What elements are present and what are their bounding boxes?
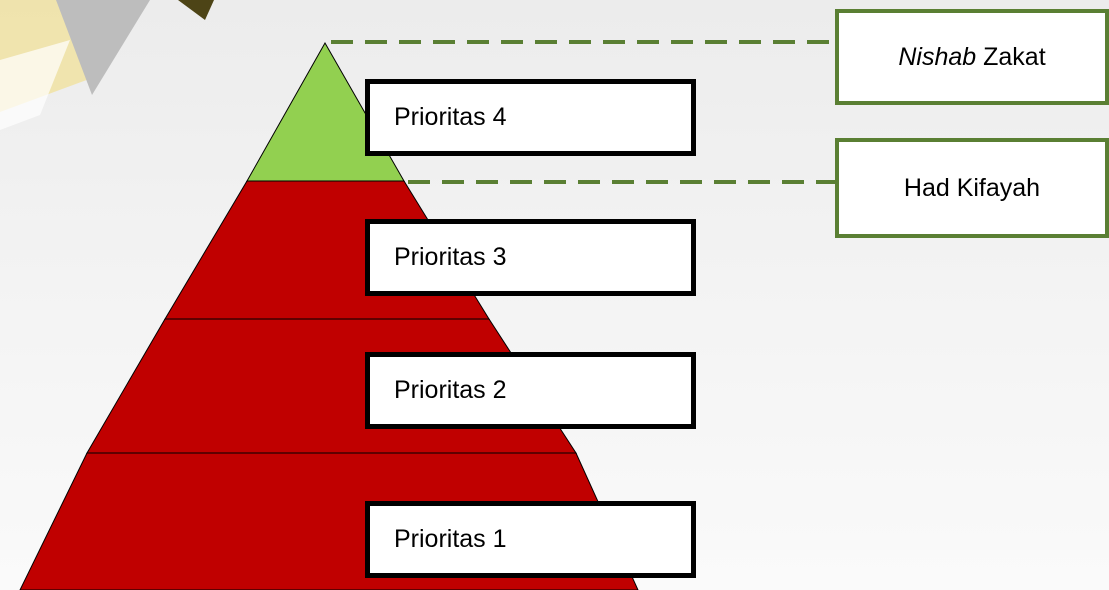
label-prioritas-3-text: Prioritas 3 <box>394 243 507 271</box>
nishab-zakat-box: Nishab Zakat <box>835 9 1109 105</box>
corner-decoration-olive <box>178 0 214 20</box>
label-prioritas-4: Prioritas 4 <box>365 79 696 156</box>
label-prioritas-2-text: Prioritas 2 <box>394 376 507 404</box>
nishab-italic-text: Nishab <box>898 42 977 71</box>
label-prioritas-2: Prioritas 2 <box>365 352 696 429</box>
label-prioritas-3: Prioritas 3 <box>365 219 696 296</box>
had-kifayah-text: Had Kifayah <box>903 173 1041 202</box>
corner-decoration-white <box>0 40 70 130</box>
corner-decoration-grey <box>56 0 150 95</box>
had-kifayah-box: Had Kifayah <box>835 138 1109 238</box>
pyramid-tier-prioritas-4 <box>246 41 405 182</box>
label-prioritas-1: Prioritas 1 <box>365 501 696 578</box>
label-prioritas-4-text: Prioritas 4 <box>394 103 507 131</box>
nishab-zakat-text: Nishab Zakat <box>898 43 1045 72</box>
zakat-text: Zakat <box>976 42 1046 71</box>
label-prioritas-1-text: Prioritas 1 <box>394 525 507 553</box>
